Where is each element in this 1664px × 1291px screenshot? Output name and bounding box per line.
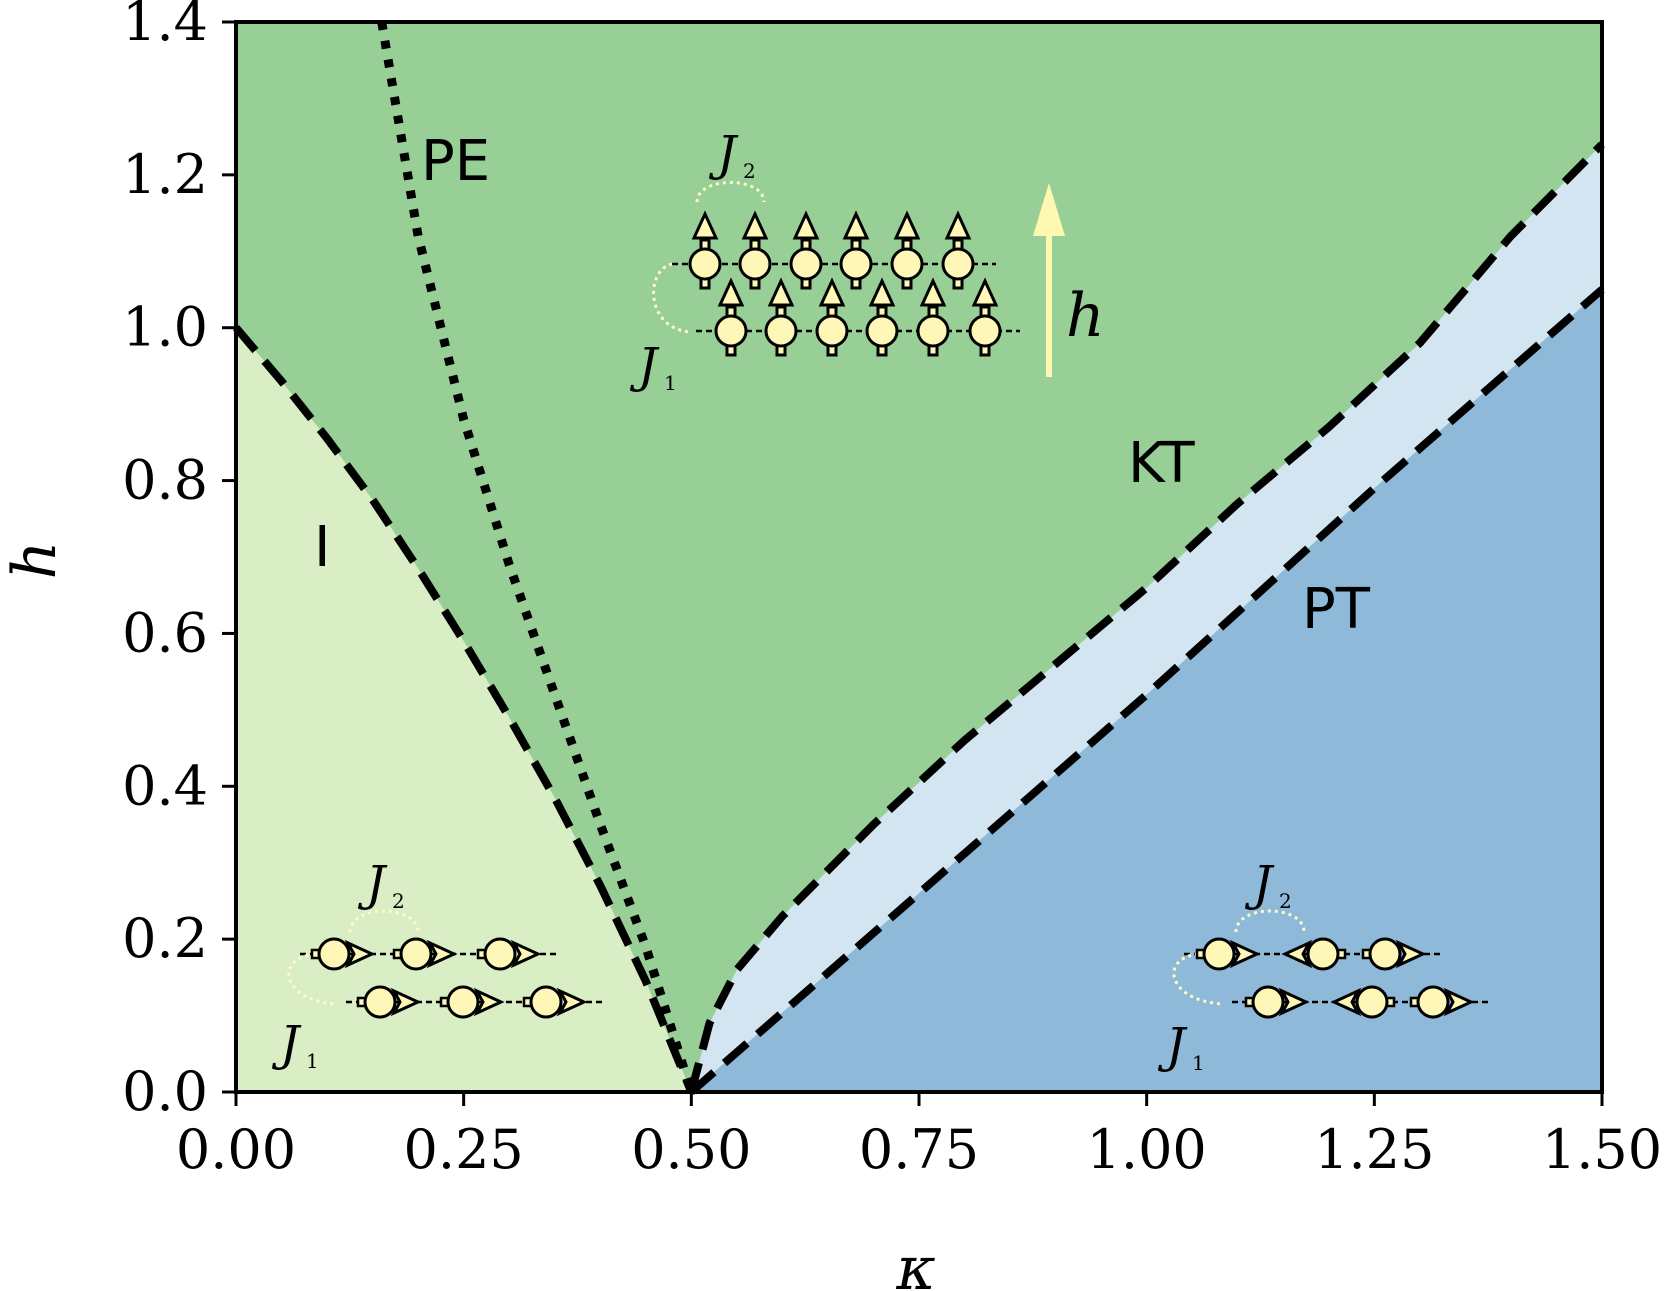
coupling-subscript: 1 <box>306 1049 319 1073</box>
spin-icon <box>688 210 722 290</box>
coupling-subscript: 1 <box>664 371 677 395</box>
region-label-kt: KT <box>1128 431 1195 496</box>
coupling-subscript: 2 <box>743 159 756 183</box>
field-label: h <box>1066 281 1105 351</box>
x-tick-label: 0.25 <box>404 1118 524 1181</box>
spin-icon <box>714 277 748 357</box>
y-axis-label: h <box>0 541 70 580</box>
spin-icon <box>356 985 422 1019</box>
spin-icon <box>1361 937 1427 971</box>
x-tick-label: 1.50 <box>1542 1118 1662 1181</box>
boundary-pe-crossover <box>377 21 696 1094</box>
coupling-bond <box>695 181 766 203</box>
y-tick-label: 0.0 <box>122 1060 208 1123</box>
y-tick-label: 0.2 <box>122 907 208 970</box>
boundary-pe-kt <box>687 141 1605 1094</box>
spin-icon <box>738 210 772 290</box>
x-tick-label: 1.00 <box>1087 1118 1207 1181</box>
spin-icon <box>839 210 873 290</box>
region-i <box>236 327 692 1092</box>
region-label-i: I <box>314 515 331 580</box>
spin-icon <box>890 210 924 290</box>
region-pt <box>691 289 1602 1092</box>
boundary-kt-pt <box>688 286 1605 1096</box>
coupling-bond <box>1172 952 1223 1006</box>
spin-icon <box>865 277 899 357</box>
coupling-bond <box>652 262 691 334</box>
coupling-bond <box>1234 909 1306 933</box>
x-tick-label: 1.25 <box>1314 1118 1434 1181</box>
field-arrow-icon <box>1033 183 1065 377</box>
x-tick-label: 0.75 <box>859 1118 979 1181</box>
spin-icon <box>916 277 950 357</box>
y-tick-label: 0.6 <box>122 601 208 664</box>
spin-icon <box>941 210 975 290</box>
spin-icon <box>968 277 1002 357</box>
y-tick-label: 0.8 <box>122 449 208 512</box>
spin-icon <box>1195 937 1261 971</box>
spin-icon <box>1330 985 1396 1019</box>
spin-icon <box>476 937 542 971</box>
y-tick-label: 0.4 <box>122 754 208 817</box>
spin-icon <box>1409 985 1475 1019</box>
x-tick-label: 0.00 <box>176 1118 296 1181</box>
coupling-subscript: 1 <box>1192 1051 1205 1075</box>
x-tick-label: 0.50 <box>631 1118 751 1181</box>
y-tick-label: 1.0 <box>122 296 208 359</box>
spin-icon <box>789 210 823 290</box>
x-axis-label: κ <box>895 1234 935 1291</box>
spin-icon <box>764 277 798 357</box>
region-label-pt: PT <box>1302 577 1371 642</box>
region-label-pe: PE <box>421 129 490 194</box>
y-tick-label: 1.4 <box>122 0 208 53</box>
spin-icon <box>1281 937 1347 971</box>
spin-icon <box>439 985 505 1019</box>
spin-icon <box>1244 985 1310 1019</box>
spin-icon <box>815 277 849 357</box>
spin-icon <box>310 937 376 971</box>
phase-regions <box>236 22 1602 1093</box>
coupling-bond <box>348 909 420 933</box>
spin-icon <box>392 937 458 971</box>
region-kt <box>691 144 1602 1093</box>
y-tick-label: 1.2 <box>122 143 208 206</box>
coupling-subscript: 2 <box>1279 889 1292 913</box>
coupling-subscript: 2 <box>392 889 405 913</box>
phase-boundaries <box>232 21 1605 1096</box>
spin-icon <box>522 985 588 1019</box>
axes: 0.00 0.25 0.50 0.75 1.00 1.25 1.50 0.0 0.2 0.4 0.6… <box>122 0 1662 1181</box>
